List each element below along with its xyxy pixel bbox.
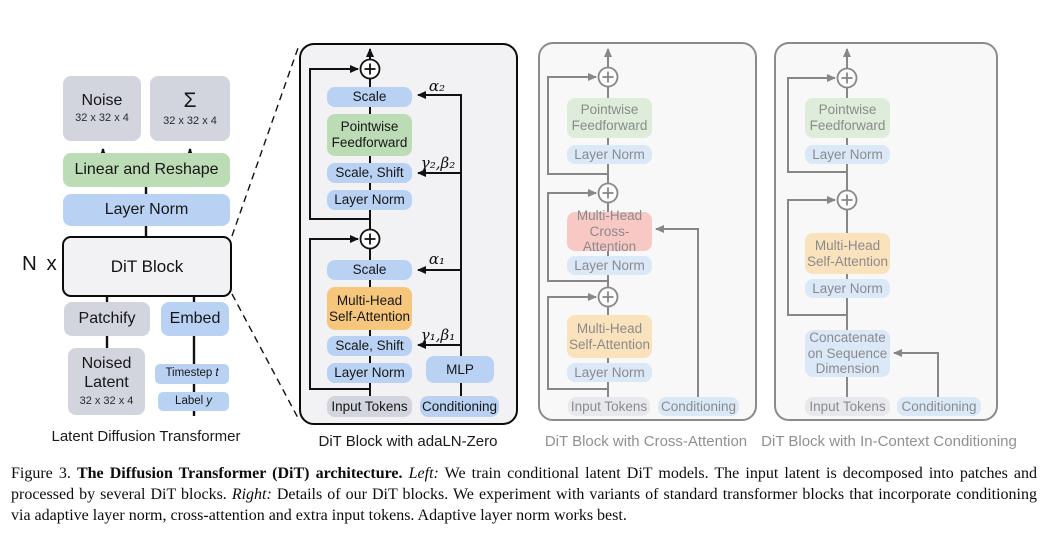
conditioning-box: Conditioning	[420, 396, 499, 417]
conditioning-box: Conditioning	[897, 397, 981, 416]
noised-latent-box: Noised Latent 32 x 32 x 4	[68, 348, 145, 415]
input-tokens-box: Input Tokens	[805, 397, 890, 416]
pointwise-feedforward-box: Pointwise Feedforward	[805, 98, 890, 138]
timestep-box: Timestep t	[155, 364, 229, 384]
label-y-var: y	[206, 394, 212, 407]
alpha2-label: α₂	[428, 77, 446, 95]
scale-box-top: Scale	[327, 87, 412, 107]
mhsa-box: Multi-Head Self-Attention	[327, 287, 412, 330]
timestep-var: t	[215, 367, 219, 380]
latent-panel-caption: Latent Diffusion Transformer	[51, 428, 241, 445]
caption-run: Figure 3.	[11, 465, 77, 482]
sigma-label: Σ	[183, 88, 197, 112]
caption-run: Left:	[408, 465, 439, 482]
cross-panel-caption: DiT Block with Cross-Attention	[544, 433, 748, 450]
residual-connection-1	[787, 74, 847, 173]
input-tokens-box: Input Tokens	[327, 396, 412, 417]
mhsa-box: Multi-Head Self-Attention	[805, 233, 890, 274]
label-y-text: Label	[175, 394, 204, 407]
mlp-box: MLP	[426, 356, 494, 383]
dit-block-box: DiT Block	[62, 236, 232, 297]
add-icon	[597, 66, 619, 308]
cross-attention-panel: Pointwise Feedforward Layer Norm Multi-H…	[538, 30, 760, 460]
scale-box-bottom: Scale	[327, 260, 412, 280]
conditioning-branch-alpha2	[417, 91, 462, 396]
residual-connection-bottom	[309, 235, 370, 390]
residual-connection-2	[787, 196, 847, 316]
conditioning-box: Conditioning	[658, 397, 739, 416]
input-tokens-box: Input Tokens	[568, 397, 650, 416]
noise-label: Noise	[81, 91, 123, 109]
incontext-panel: Pointwise Feedforward Layer Norm Multi-H…	[761, 30, 1017, 460]
layer-norm-box-1: Layer Norm	[805, 145, 890, 164]
noise-box: Noise 32 x 32 x 4	[63, 76, 141, 141]
sum-box: Σ 32 x 32 x 4	[150, 76, 230, 141]
layer-norm-box-bottom: Layer Norm	[327, 363, 412, 383]
timestep-label: Timestep	[165, 367, 213, 380]
caption-run: Details of our DiT blocks. We experiment…	[11, 485, 1037, 524]
noised-latent-dim: 32 x 32 x 4	[79, 394, 134, 407]
layer-norm-box-1: Layer Norm	[567, 145, 652, 164]
gamma-beta2-label: γ₂,β₂	[420, 154, 456, 172]
scale-shift-box-top: Scale, Shift	[327, 163, 412, 183]
residual-connection-top	[309, 65, 370, 220]
pointwise-feedforward-box: Pointwise Feedforward	[567, 98, 652, 138]
scale-shift-box-bottom: Scale, Shift	[327, 336, 412, 356]
caption-run: Right:	[231, 485, 272, 503]
layer-norm-box-2: Layer Norm	[805, 279, 890, 298]
add-icon	[359, 58, 381, 250]
residual-connection-1	[547, 73, 608, 175]
zoom-dashed-lines	[231, 47, 299, 419]
patchify-box: Patchify	[64, 302, 150, 336]
noised-latent-label: Noised Latent	[81, 355, 132, 392]
caption-run: The Diffusion Transformer (DiT) architec…	[76, 465, 403, 482]
label-y-box: Label y	[158, 392, 229, 411]
embed-box: Embed	[161, 302, 229, 336]
incontext-panel-caption: DiT Block with In-Context Conditioning	[761, 433, 1017, 450]
layer-norm-box-top: Layer Norm	[327, 190, 412, 210]
n-x-label: N x	[22, 252, 59, 275]
layer-norm-box-3: Layer Norm	[567, 363, 652, 382]
noise-dim: 32 x 32 x 4	[75, 112, 129, 125]
mhca-box: Multi-Head Cross-Attention	[567, 208, 652, 254]
gamma-beta1-label: γ₁,β₁	[420, 326, 456, 344]
add-icon	[836, 67, 858, 211]
layer-norm-box: Layer Norm	[63, 194, 230, 226]
residual-connection-3	[547, 293, 608, 390]
concat-box: Concatenate on Sequence Dimension	[805, 330, 890, 377]
conditioning-to-cross-attention	[655, 225, 699, 397]
figure-caption: Figure 3. The Diffusion Transformer (DiT…	[11, 464, 1037, 527]
adaln-panel-caption: DiT Block with adaLN-Zero	[318, 433, 498, 450]
linear-reshape-box: Linear and Reshape	[63, 153, 230, 187]
alpha1-label: α₁	[428, 250, 446, 268]
caption-run: We train conditional latent DiT models. …	[11, 465, 1038, 503]
layer-norm-box-2: Layer Norm	[567, 256, 652, 275]
pointwise-feedforward-box: Pointwise Feedforward	[327, 114, 412, 156]
conditioning-to-concat	[893, 349, 939, 397]
sum-dim: 32 x 32 x 4	[163, 115, 217, 128]
residual-connection-2	[547, 189, 608, 282]
mhsa-box: Multi-Head Self-Attention	[567, 315, 652, 358]
